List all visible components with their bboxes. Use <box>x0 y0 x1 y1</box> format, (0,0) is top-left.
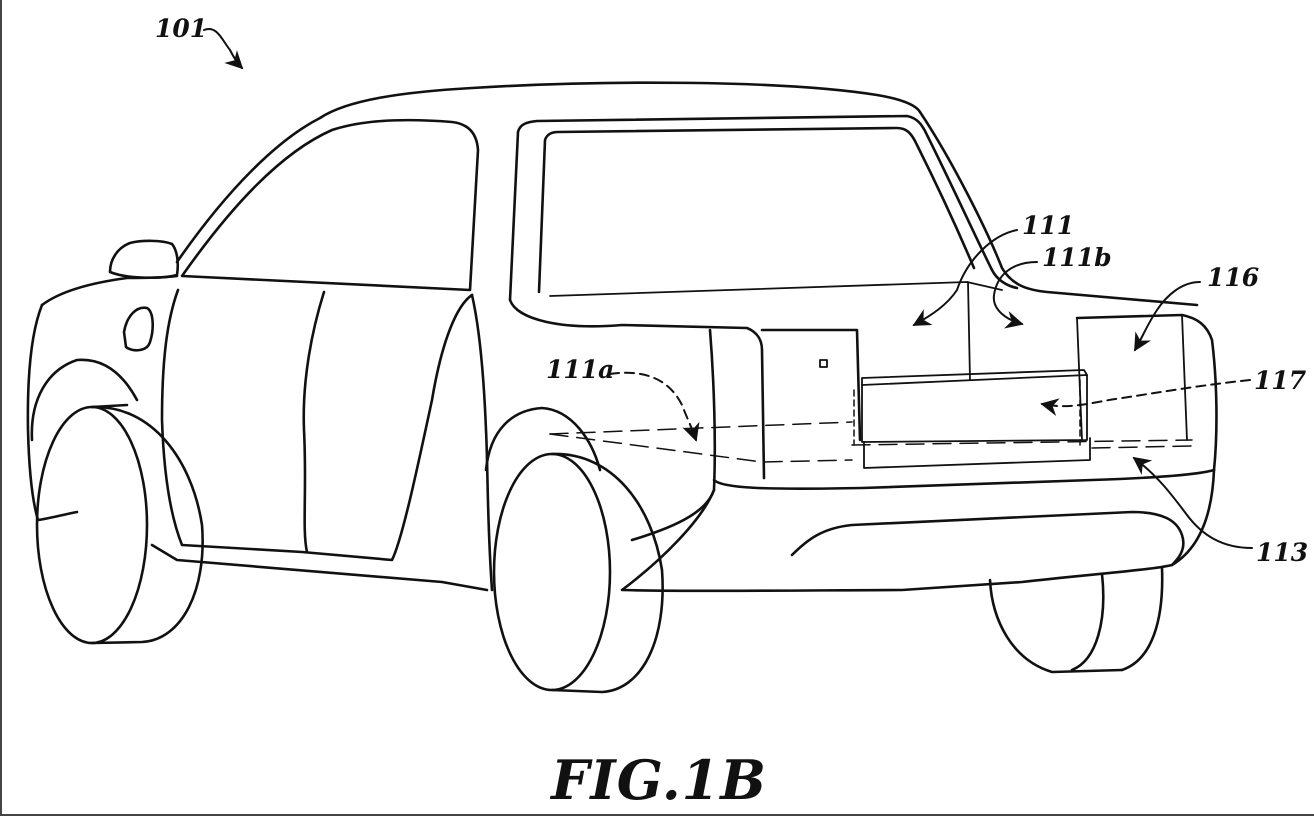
front-profile <box>26 303 44 522</box>
wheels <box>30 358 1164 694</box>
tailgate-right-cap <box>1075 313 1218 472</box>
door-seam <box>302 290 326 554</box>
rear-window-inner <box>537 126 976 294</box>
ref-label-101: 101 <box>155 14 208 43</box>
panel-116-edge <box>1076 317 1083 441</box>
hidden-lines <box>549 379 1193 463</box>
vehicle-body <box>26 81 1218 593</box>
roof-line <box>175 81 922 264</box>
bumper-recess <box>790 510 1185 567</box>
ref-label-111b: 111b <box>1042 243 1112 272</box>
ref-label-116: 116 <box>1207 263 1260 292</box>
rear-quarter <box>470 293 494 592</box>
panel-116-inner <box>1181 314 1188 441</box>
fuel-door <box>122 306 154 352</box>
bed-interior <box>549 281 1188 469</box>
front-body-side <box>40 274 179 307</box>
leader-111b <box>992 261 1038 329</box>
bumper-top <box>712 468 1216 491</box>
bed-inner-box <box>863 437 1091 469</box>
front-wheel <box>30 358 204 645</box>
bed-divider-line <box>967 281 971 381</box>
lower-body <box>36 510 79 522</box>
leader-111a <box>609 371 700 442</box>
ref-label-111a: 111a <box>546 355 615 384</box>
figure-title: FIG.1B <box>551 748 767 812</box>
panel-117-box <box>861 374 1088 443</box>
rocker-panel <box>150 543 489 592</box>
bed-front-wall-top <box>549 281 1003 297</box>
bed-corner-cap <box>630 328 717 542</box>
rear-window-frame <box>508 114 1019 302</box>
ref-label-111: 111 <box>1022 211 1075 240</box>
bed-side-wall <box>508 298 766 480</box>
leader-117 <box>1040 379 1251 416</box>
leader-111 <box>912 229 1018 326</box>
rear-door <box>160 288 474 562</box>
side-window <box>180 118 480 292</box>
ref-label-113: 113 <box>1256 538 1309 567</box>
bumper-lower <box>620 468 1216 593</box>
cab-rear-pillar <box>918 110 1199 307</box>
latch-mark <box>819 359 828 368</box>
panel-117-top <box>861 369 1088 386</box>
ref-label-117: 117 <box>1254 366 1307 395</box>
side-mirror <box>108 239 180 279</box>
leader-113 <box>1132 456 1253 549</box>
reference-leaders <box>203 28 1253 549</box>
tailgate-cap <box>760 328 862 442</box>
leader-101 <box>203 28 244 70</box>
rear-wheel-near <box>484 406 664 694</box>
leader-116 <box>1134 281 1201 352</box>
rear-wheel-far <box>988 566 1164 674</box>
